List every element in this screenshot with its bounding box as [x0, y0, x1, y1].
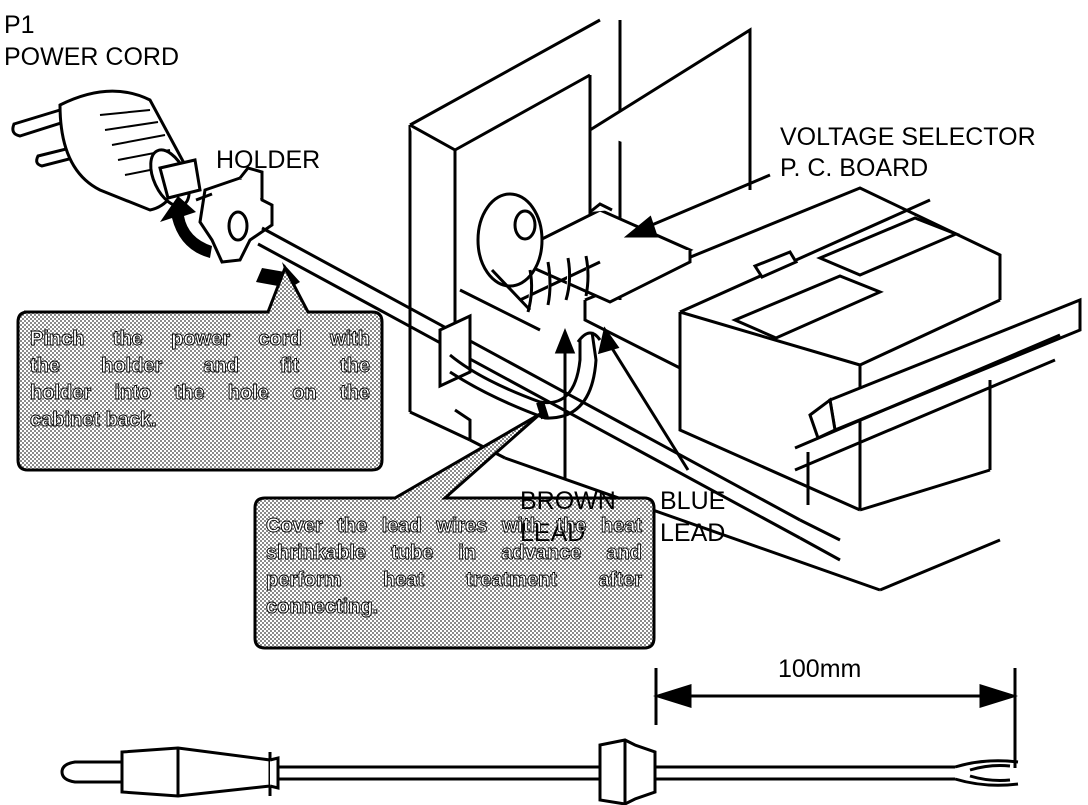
lead-leader-lines: [554, 326, 690, 478]
rotate-arrow-icon: [160, 196, 212, 258]
callout-line: shrinkable tube in advance and: [266, 542, 643, 565]
holder-callout-text: Pinch the power cord with the holder and…: [30, 326, 371, 434]
holder-label: HOLDER: [216, 146, 321, 174]
voltage-selector-board-drawing: [459, 192, 694, 332]
brown-lead-label: BROWN: [520, 487, 616, 515]
tube-callout-text: Cover the lead wires with the heat shrin…: [266, 513, 643, 621]
power-cord-drawing: [257, 226, 841, 562]
callout-line: Pinch the power cord with: [30, 328, 371, 351]
callout-line: Cover the lead wires with the heat: [266, 515, 643, 538]
transformer-drawing: [504, 20, 1082, 592]
power-cord-label: POWER CORD: [4, 43, 179, 71]
part-number-label: P1: [4, 11, 35, 39]
holder-drawing: [195, 166, 274, 264]
holder-callout-box: [16, 264, 384, 472]
voltage-selector-label: VOLTAGE SELECTOR: [780, 123, 1036, 151]
callout-line: holder into the hole on the: [30, 382, 371, 405]
callout-line: cabinet back.: [30, 409, 158, 432]
pcb-leader-arrow: [623, 173, 771, 238]
blue-lead-label: BLUE: [660, 487, 726, 515]
pcb-label: P. C. BOARD: [780, 154, 929, 182]
leads-drawing: [449, 331, 602, 420]
callout-line: the holder and fit the: [30, 355, 371, 378]
blue-lead-label-2: LEAD: [660, 519, 726, 547]
cabinet-back-drawing: [408, 18, 601, 460]
cord-dimension-drawing: [60, 668, 1019, 805]
callout-line: perform heat treatment after: [266, 569, 643, 592]
plug-drawing: [11, 89, 202, 212]
callout-line: connecting.: [266, 596, 379, 619]
tube-callout-box: [253, 412, 656, 650]
brown-lead-label-2: LEAD: [520, 519, 586, 547]
dimension-label: 100mm: [778, 655, 862, 683]
